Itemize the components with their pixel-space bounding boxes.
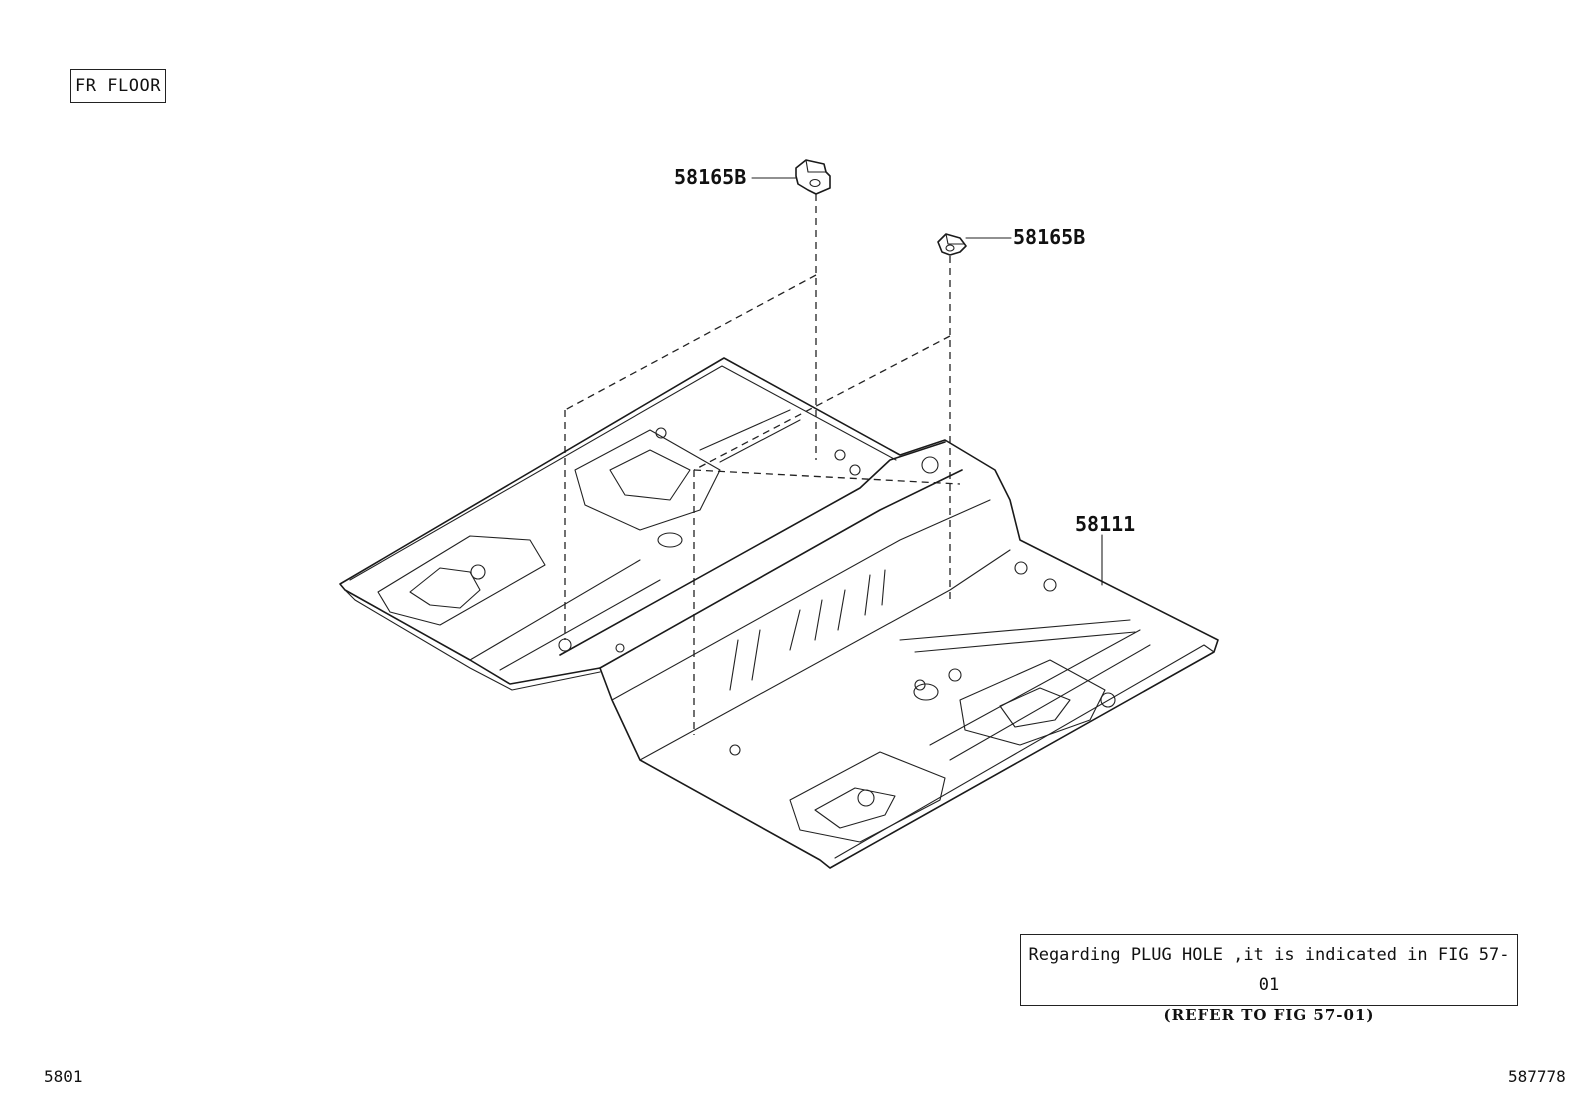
floor-panel-outline: [339, 357, 1219, 869]
note-line-1: Regarding PLUG HOLE ,it is indicated in …: [1028, 945, 1510, 995]
assembly-guide-lines: [564, 194, 961, 735]
bracket-top-icon: [795, 159, 831, 195]
part-label-bracket-right[interactable]: 58165B: [1013, 225, 1086, 249]
part-label-floor-panel[interactable]: 58111: [1075, 512, 1136, 536]
plug-hole-note: Regarding PLUG HOLE ,it is indicated in …: [1020, 934, 1518, 1024]
bracket-right-icon: [937, 233, 967, 256]
footer-figure-number: 5801: [44, 1067, 83, 1086]
footer-illustration-id: 587778: [1508, 1067, 1566, 1086]
note-line-2: (REFER TO FIG 57-01): [1163, 1006, 1375, 1024]
section-label: FR FLOOR: [70, 69, 166, 103]
part-label-bracket-top[interactable]: 58165B: [674, 165, 747, 189]
leader-lines: [751, 177, 1103, 586]
